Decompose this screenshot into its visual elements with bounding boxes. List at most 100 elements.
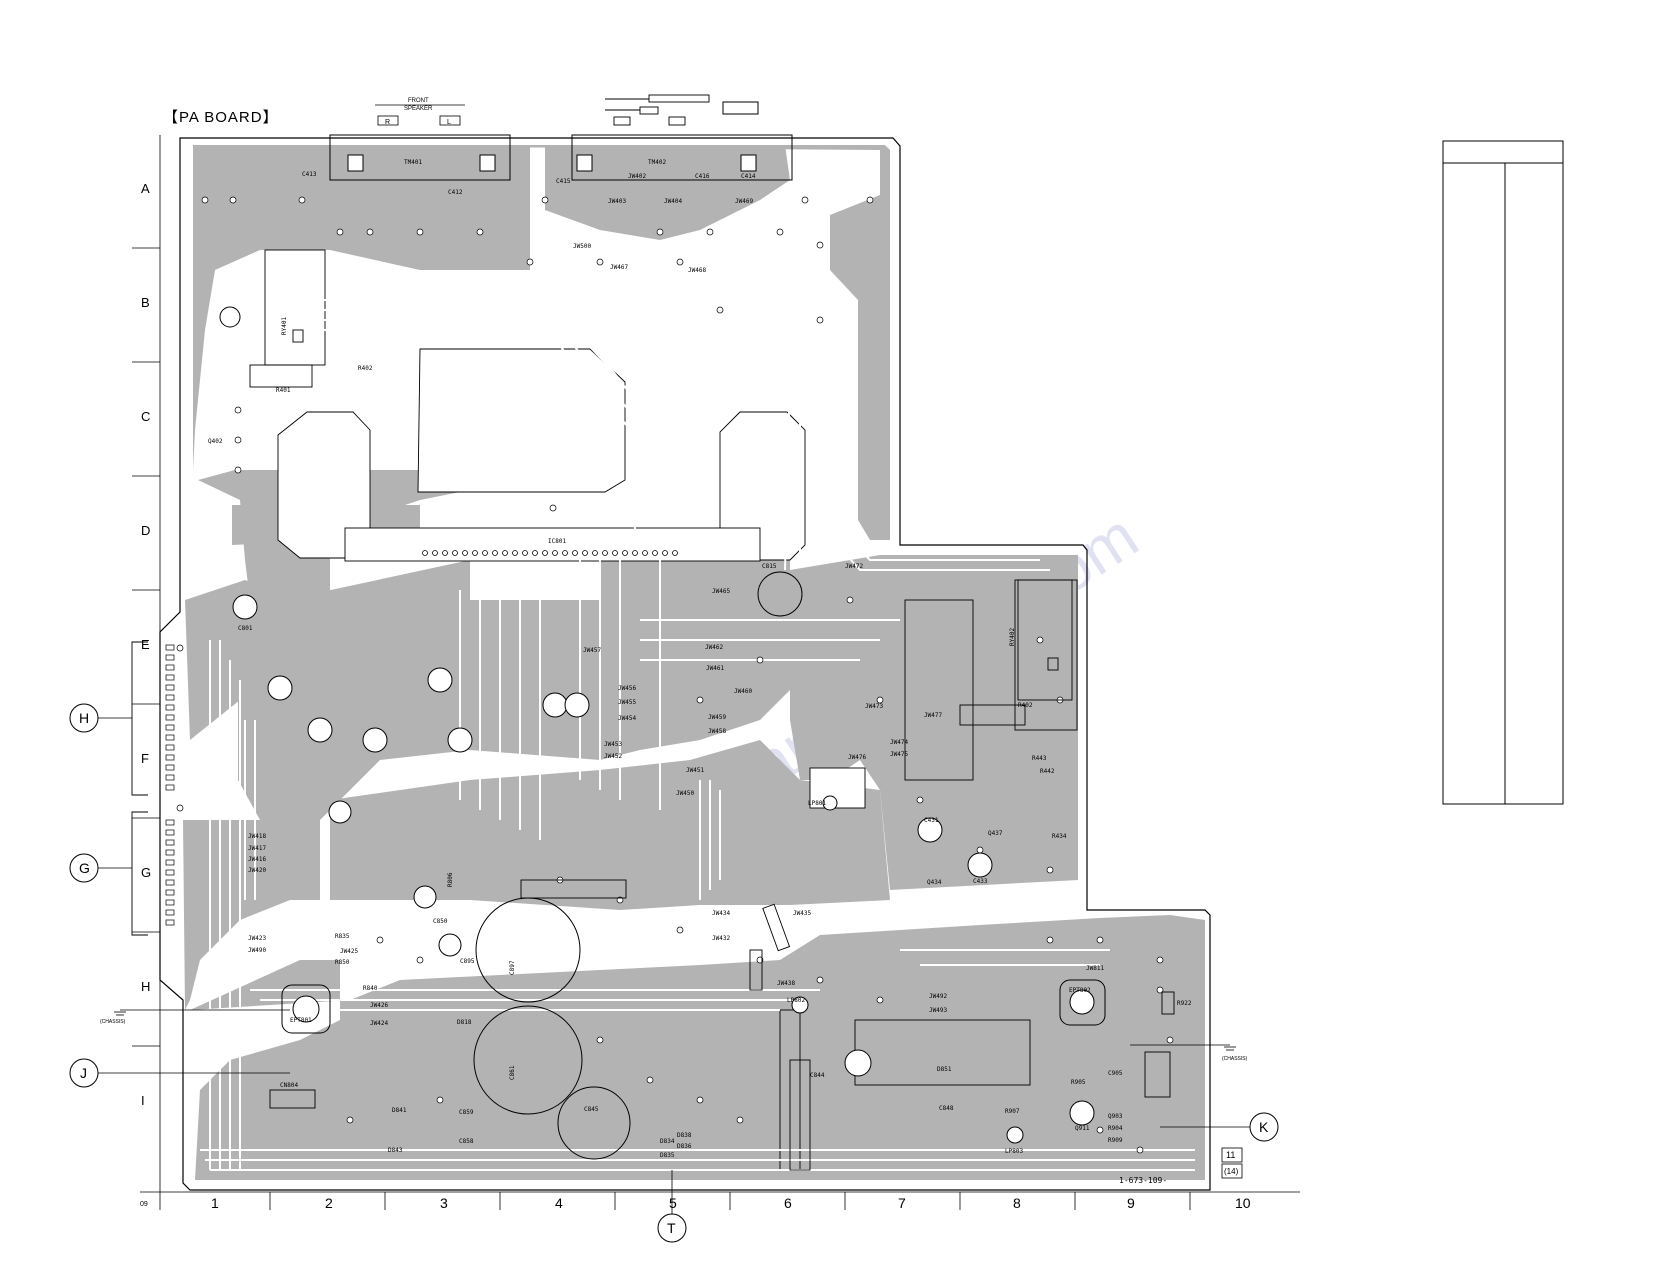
label-lp803: LP803 [1005,1148,1023,1155]
col-label-8: 8 [1013,1195,1021,1211]
row-label-c: C [141,409,150,424]
cutouts [264,249,1078,1171]
connector-k-label: K [1259,1119,1269,1135]
label-jw423: JW423 [248,935,266,942]
front-speaker-label: FRONT SPEAKER R L [375,98,465,126]
label-c415: C415 [556,178,571,185]
label-r835: R835 [335,933,350,940]
label-jw455: JW455 [618,699,636,706]
label-jw416: JW416 [248,856,266,863]
label-jw458: JW458 [708,728,726,735]
label-ept802: EPT802 [1069,987,1091,994]
label-jw454: JW454 [618,715,636,722]
label-q437: Q437 [988,830,1003,837]
chassis-ground-left: (CHASSIS) [100,1009,290,1025]
label-ept801: EPT801 [290,1017,312,1024]
label-jw402: JW402 [628,173,646,180]
label-q434: Q434 [927,879,942,886]
label-c844: C844 [810,1072,825,1079]
label-jw438: JW438 [777,980,795,987]
label-jw477: JW477 [924,712,942,719]
col-label-2: 2 [325,1195,333,1211]
label-r402: R402 [358,365,373,372]
label-c848: C848 [939,1105,954,1112]
label-jw435: JW435 [793,910,811,917]
label-jw493: JW493 [929,1007,947,1014]
label-c801: C801 [238,625,253,632]
terminal-blocks [329,101,793,181]
label-jw467: JW467 [610,264,628,271]
label-ry401: RY401 [281,317,288,335]
label-c895: C895 [460,958,475,965]
col-label-5: 5 [669,1195,677,1211]
label-q911: Q911 [1075,1125,1090,1132]
label-lp801: LP801 [808,800,826,807]
label-jw811: JW811 [1086,965,1104,972]
legend-table [1442,140,1564,805]
label-r850: R850 [335,959,350,966]
chassis-left-label: (CHASSIS) [100,1019,126,1025]
label-jw457: JW457 [583,647,601,654]
label-c413: C413 [302,171,317,178]
label-d835: D835 [660,1152,675,1159]
label-jw462: JW462 [705,644,723,651]
speaker-r: R [385,119,390,126]
label-ic801: IC801 [548,538,566,545]
connector-j: J [69,1058,290,1088]
label-d841: D841 [392,1107,407,1114]
label-r402-box: R402 [1018,702,1033,709]
label-d818: D818 [457,1019,472,1026]
label-r905: R905 [1071,1079,1086,1086]
label-d838: D838 [677,1132,692,1139]
col-label-10: 10 [1235,1195,1251,1211]
connector-k: K [1160,1112,1279,1142]
label-jw475: JW475 [890,751,908,758]
col-label-4: 4 [555,1195,563,1211]
connector-t-label: T [667,1220,676,1236]
label-jw432: JW432 [712,935,730,942]
label-jw417: JW417 [248,845,266,852]
label-tm402: TM402 [648,159,666,166]
connector-j-label: J [80,1065,87,1081]
col-label-6: 6 [784,1195,792,1211]
sheet-ref: 11 (14) [1221,1147,1243,1179]
label-c414: C414 [741,173,756,180]
label-cn804: CN804 [280,1082,298,1089]
part-number: 1-673-109- [1119,1176,1167,1185]
ic801-pins [422,550,678,556]
label-jw434: JW434 [712,910,730,917]
board-title: 【PA BOARD】 [163,109,279,126]
label-d834: D834 [660,1138,675,1145]
label-c433: C433 [973,878,988,885]
row-label-h: H [141,979,150,994]
label-jw456: JW456 [618,685,636,692]
column-axis [140,1191,1300,1210]
row-label-g: G [141,865,151,880]
label-jw469: JW469 [735,198,753,205]
label-jw476: JW476 [848,754,866,761]
relays [249,329,1175,1171]
label-jw403: JW403 [608,198,626,205]
label-jw490: JW490 [248,947,266,954]
label-c858: C858 [459,1138,474,1145]
vias [176,196,1174,1154]
col-label-7: 7 [898,1195,906,1211]
speaker-label-front: FRONT [408,98,429,104]
label-r903: Q903 [1108,1113,1123,1120]
label-jw450: JW450 [676,790,694,797]
connector-pins-left [165,644,175,926]
label-c416: C416 [695,173,710,180]
label-jw420: JW420 [248,867,266,874]
chassis-ground-right: (CHASSIS) [1130,1044,1248,1062]
label-jw425: JW425 [340,948,358,955]
label-jw459: JW459 [708,714,726,721]
row-label-f: F [141,751,149,766]
speaker-l: L [447,119,451,126]
label-d836: D836 [677,1143,692,1150]
label-r840: R840 [363,985,378,992]
label-c845: C845 [584,1106,599,1113]
label-r909: R909 [1108,1137,1123,1144]
label-jw404: JW404 [664,198,682,205]
row-label-i: I [141,1093,145,1108]
label-jw492: JW492 [929,993,947,1000]
